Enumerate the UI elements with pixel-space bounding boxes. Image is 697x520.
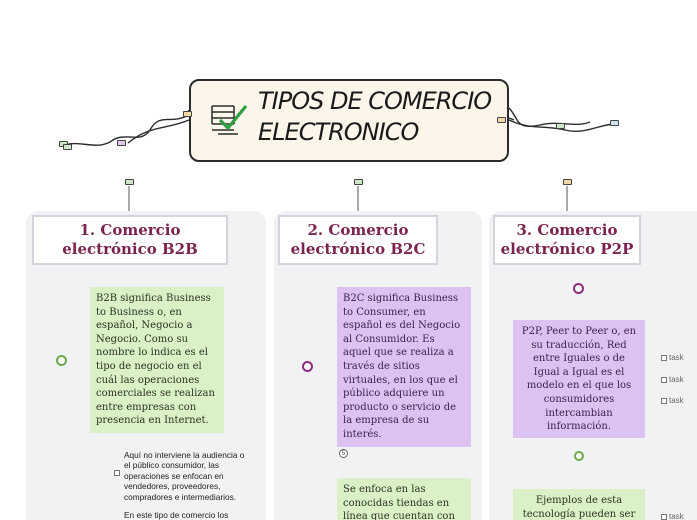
tag-icon	[63, 144, 72, 150]
heading-b2b[interactable]: 1. Comercio electrónico B2B	[32, 215, 228, 265]
task-item[interactable]: task	[661, 396, 684, 405]
task-item[interactable]: task	[661, 375, 684, 384]
checkbox-icon[interactable]	[661, 377, 667, 383]
tag-icon	[354, 179, 363, 185]
tag-icon	[117, 140, 126, 146]
node-b2b-definition[interactable]: B2B significa Business to Business o, en…	[90, 287, 224, 433]
checkbox-icon[interactable]	[661, 514, 667, 520]
node-connector-dot[interactable]	[574, 451, 584, 461]
node-connector-dot[interactable]	[56, 355, 67, 366]
node-b2c-online-stores[interactable]: Se enfoca en las conocidas tiendas en lí…	[337, 478, 471, 520]
task-item[interactable]: task	[661, 512, 684, 520]
task-item[interactable]: task	[661, 353, 684, 362]
count-badge: 5	[339, 449, 348, 458]
central-topic-title: TIPOS DE COMERCIO ELECTRONICO	[258, 87, 492, 146]
checkbox-icon[interactable]	[114, 470, 120, 476]
heading-p2p[interactable]: 3. Comercio electrónico P2P	[493, 215, 641, 265]
node-p2p-definition[interactable]: P2P, Peer to Peer o, en su traducción, R…	[513, 320, 645, 438]
node-b2c-definition[interactable]: B2C significa Business to Consumer, en e…	[337, 287, 471, 447]
tag-icon	[610, 120, 619, 126]
node-p2p-examples[interactable]: Ejemplos de esta tecnología pueden ser	[513, 489, 645, 520]
note-b2b-audience[interactable]: Aquí no interviene la audiencia o el púb…	[114, 450, 250, 502]
tag-icon	[497, 117, 506, 123]
tag-icon	[563, 179, 572, 185]
central-topic[interactable]	[189, 79, 509, 162]
node-connector-dot[interactable]	[302, 361, 313, 372]
heading-b2c[interactable]: 2. Comercio electrónico B2C	[278, 215, 438, 265]
note-b2b-continued[interactable]: En este tipo de comercio los	[124, 510, 229, 520]
tag-icon	[183, 111, 192, 117]
checkbox-icon[interactable]	[661, 355, 667, 361]
tag-icon	[556, 123, 565, 129]
node-connector-dot[interactable]	[573, 283, 584, 294]
tag-icon	[125, 179, 134, 185]
checkbox-icon[interactable]	[661, 398, 667, 404]
checklist-icon	[211, 104, 248, 135]
